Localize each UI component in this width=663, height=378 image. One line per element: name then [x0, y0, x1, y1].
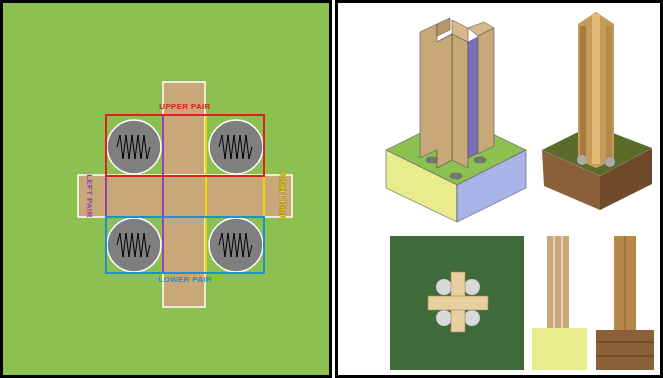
photo-panel [337, 2, 662, 377]
pair-label: LEFT PAIR [85, 174, 93, 217]
pair-label: UPPER PAIR [159, 103, 210, 111]
cross-post [78, 82, 292, 307]
photo-wood-3d [542, 12, 652, 210]
photo-top-view [390, 236, 524, 370]
spring-symbols [117, 135, 252, 257]
ground-panel [2, 2, 331, 377]
pair-outlines [106, 115, 264, 273]
pair-label: LOWER PAIR [158, 276, 212, 284]
side-views [532, 236, 654, 370]
pair-label: RIGHT PAIR [278, 172, 286, 221]
spring-pads [107, 120, 263, 272]
render-3d [386, 18, 526, 222]
